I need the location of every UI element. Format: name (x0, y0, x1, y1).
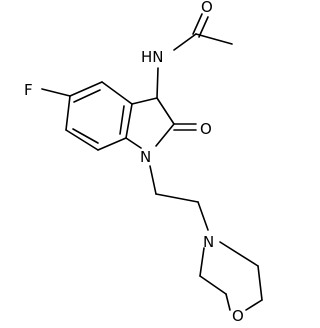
bond-cb-o (225, 293, 231, 311)
bond-c7a-c3a (125, 103, 133, 139)
bond-c7-c7a (97, 137, 127, 151)
bond-cc-cd (257, 265, 263, 301)
structure-canvas: F HN O O N N O (24, 0, 263, 325)
indoline-nitrogen-label: N (140, 148, 151, 166)
bond-c2-n1 (155, 123, 175, 147)
bond-n-amide-c (173, 33, 197, 51)
bond-c3a-c4 (101, 81, 133, 105)
bond-amide-c-o-a (192, 13, 203, 35)
bond-o-cc (245, 299, 263, 311)
bond-c5-c6 (65, 95, 71, 131)
morpholine-nitrogen-label: N (203, 233, 214, 251)
bond-amide-c-o-b (198, 16, 209, 38)
bond-c3a-c3 (131, 97, 158, 105)
lactam-oxygen-label: O (200, 120, 212, 138)
lactam-ring (125, 97, 175, 149)
bond-c6-c7-inner (72, 128, 99, 144)
bond-ch2-ch2 (155, 193, 199, 203)
bond-n1-ch2 (149, 165, 157, 195)
bond-c4-c5 (69, 81, 103, 97)
amide-nh-label: HN (141, 48, 164, 66)
bond-amide-c-methyl (195, 33, 233, 45)
chemical-structure-diagram: F HN O O N N O (24, 0, 263, 325)
benzene-ring (65, 81, 133, 151)
morpholine-oxygen-label: O (232, 307, 244, 325)
amide-oxygen-label: O (201, 0, 213, 16)
bond-c5-f (41, 88, 71, 97)
bond-ca-cb (199, 275, 227, 295)
bond-nm-ca (199, 247, 205, 277)
bond-c6-c7 (65, 129, 99, 151)
bond-ch2-n-morpholine (197, 201, 209, 231)
bond-c3-c2 (156, 97, 175, 125)
morpholine-ring (199, 241, 263, 311)
bond-c3-n-amide (156, 67, 159, 99)
bond-c4-c5-inner (73, 89, 101, 103)
bond-cd-nm (219, 241, 259, 267)
bond-c7a-c3a-inner (119, 105, 125, 135)
fluorine-label: F (24, 81, 33, 99)
bond-n1-c7a (125, 137, 142, 149)
